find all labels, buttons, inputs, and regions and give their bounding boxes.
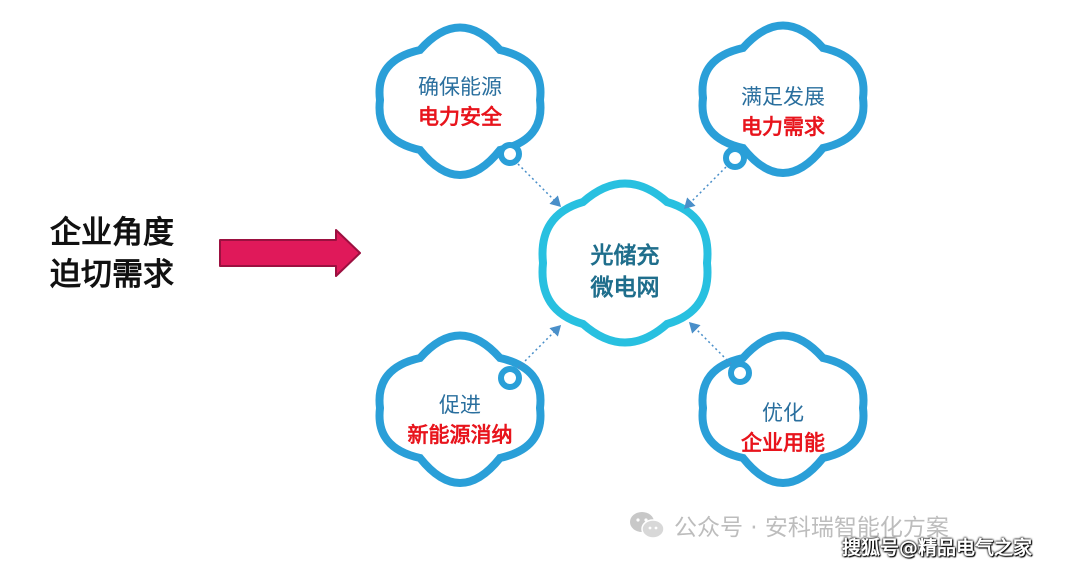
node-bottom-right-line2: 企业用能: [741, 431, 825, 455]
node-top-left-line1: 确保能源: [418, 75, 502, 99]
connector-bottom-right: [688, 321, 732, 365]
center-label: 光储充 微电网: [560, 240, 690, 304]
node-bottom-left-line2: 新能源消纳: [407, 423, 513, 447]
ring-bottom-left: [498, 366, 522, 390]
node-bottom-left-line1: 促进: [439, 393, 481, 417]
node-top-left-line2: 电力安全: [418, 105, 502, 129]
node-top-right-line1: 满足发展: [741, 85, 825, 109]
ring-bottom-right: [728, 361, 752, 385]
watermark-line: 公众号 · 安科瑞智能化方案: [674, 515, 949, 541]
cloud-center: [538, 179, 712, 347]
node-top-right-label: 满足发展 电力需求: [718, 82, 848, 142]
node-top-left-label: 确保能源 电力安全: [395, 72, 525, 132]
cloud-bottom-right: [698, 331, 868, 487]
node-top-right-line2: 电力需求: [741, 115, 825, 139]
left-title-line2: 迫切需求: [50, 257, 174, 293]
left-title-line1: 企业角度: [50, 215, 174, 251]
center-line1: 光储充: [590, 243, 660, 269]
watermark-text: 公众号 · 安科瑞智能化方案: [674, 508, 949, 542]
cloud-bottom-left: [375, 331, 545, 487]
ring-top-left: [498, 142, 522, 166]
connector-top-left: [517, 163, 562, 208]
wechat-icon: [630, 512, 665, 539]
connector-top-right: [683, 166, 727, 210]
center-line2: 微电网: [590, 275, 660, 301]
left-title: 企业角度 迫切需求: [50, 212, 174, 296]
node-bottom-right-line1: 优化: [762, 401, 804, 425]
watermark-text-2: 搜狐号@精品电气之家: [842, 537, 1033, 559]
cloud-top-right: [698, 21, 868, 177]
right-arrow-icon: [219, 229, 361, 277]
connector-bottom-left: [517, 324, 562, 369]
node-bottom-right-label: 优化 企业用能: [718, 398, 848, 458]
node-bottom-left-label: 促进 新能源消纳: [395, 390, 525, 450]
ring-top-right: [723, 146, 747, 170]
